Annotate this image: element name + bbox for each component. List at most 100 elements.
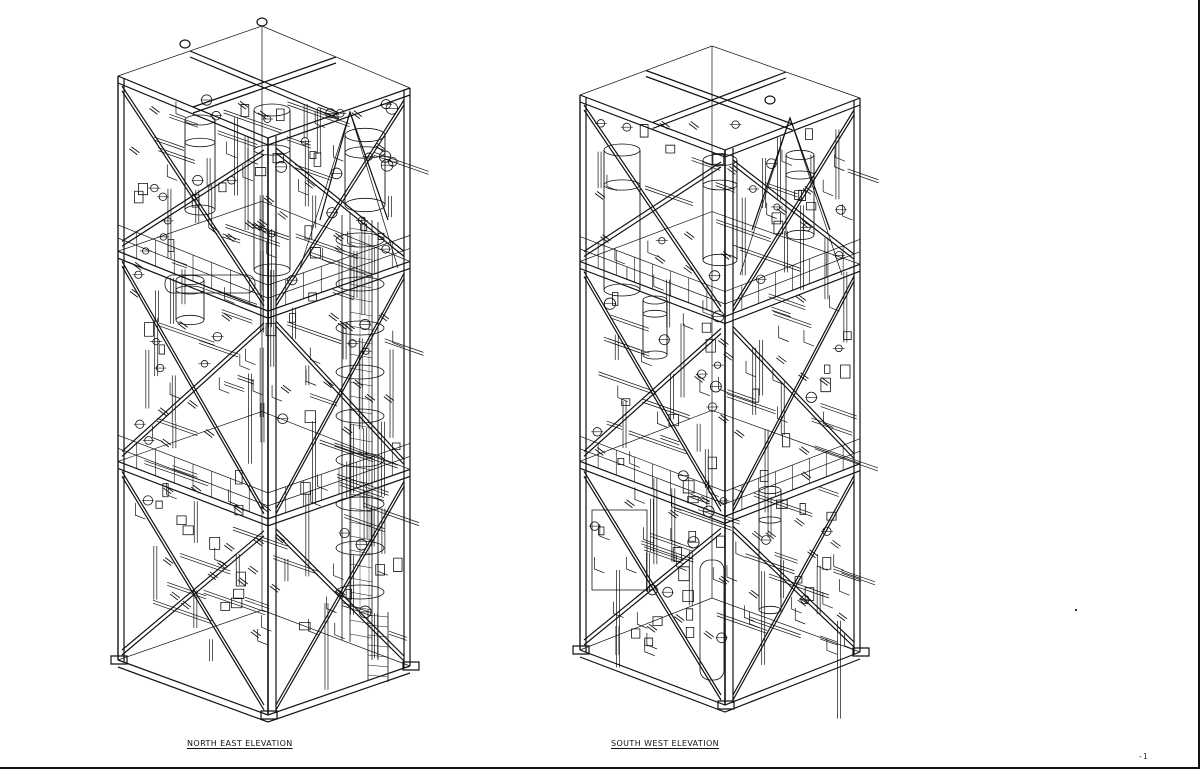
x-brace	[733, 281, 854, 511]
instrument	[156, 501, 162, 508]
pipe	[310, 397, 337, 407]
flange	[275, 537, 283, 543]
flange	[802, 220, 810, 226]
pipe-elbow	[393, 331, 403, 347]
x-brace	[584, 476, 721, 700]
pipe-elbow	[657, 411, 667, 427]
pipe-elbow	[219, 377, 229, 393]
flange	[684, 267, 692, 273]
pipe	[335, 443, 398, 465]
pipe-elbow	[167, 164, 177, 180]
pipe	[287, 105, 349, 127]
pipe-elbow	[333, 145, 343, 161]
pipe-elbow	[240, 354, 250, 370]
pipe-elbow	[308, 619, 318, 635]
flange	[178, 323, 186, 329]
pipe	[273, 556, 318, 572]
south-west-column-seam	[604, 180, 640, 190]
pipe	[754, 496, 812, 516]
pipe-elbow	[311, 490, 321, 506]
pipe	[172, 260, 187, 265]
south-west-vessel-seam	[786, 171, 814, 179]
instrument	[632, 629, 640, 638]
pipe	[159, 323, 215, 343]
x-brace	[584, 533, 721, 645]
handrail	[580, 436, 860, 491]
pipe-elbow	[348, 231, 358, 247]
flange	[766, 533, 774, 539]
level-beam	[118, 461, 410, 518]
flange	[250, 566, 258, 572]
pipe	[342, 602, 372, 613]
instrument	[598, 527, 604, 535]
pipe	[607, 421, 622, 426]
pipe-elbow	[170, 382, 180, 398]
pipe	[222, 310, 253, 321]
instrument	[827, 512, 836, 520]
flange	[704, 633, 712, 639]
instrument	[683, 591, 694, 602]
pipe	[769, 294, 806, 307]
pipe	[218, 131, 258, 145]
flange	[803, 472, 811, 478]
pipe	[818, 486, 838, 493]
north-east-column-bottom	[254, 264, 290, 276]
ladder-rung	[350, 550, 372, 554]
south-west-process-equipment	[589, 119, 879, 719]
pipe	[599, 372, 657, 392]
pipe-elbow	[318, 474, 328, 490]
flange	[163, 439, 171, 445]
flange	[172, 592, 180, 598]
pipe	[153, 603, 212, 624]
flange	[701, 496, 709, 502]
pipe	[337, 474, 388, 492]
flange	[135, 262, 143, 268]
pipe-elbow	[637, 612, 647, 628]
pipe	[727, 394, 776, 411]
level-beam	[580, 95, 860, 150]
pipe	[773, 314, 811, 327]
pipe	[222, 313, 253, 324]
instrument	[708, 457, 716, 469]
pipe-elbow	[298, 179, 308, 195]
roof-beam	[653, 72, 787, 123]
flange	[206, 429, 214, 435]
pipe	[173, 466, 198, 475]
instrument	[687, 609, 693, 620]
pipe	[716, 223, 771, 242]
pipe-elbow	[600, 524, 610, 540]
instrument	[686, 627, 693, 637]
flange	[668, 512, 676, 518]
flange	[706, 631, 714, 637]
pipe-elbow	[834, 554, 844, 570]
flange	[152, 106, 160, 112]
pipe-elbow	[647, 633, 657, 649]
flange	[163, 488, 171, 494]
flange	[325, 380, 333, 386]
handrail	[580, 449, 860, 504]
x-brace	[733, 110, 854, 307]
pipe	[818, 489, 838, 496]
x-brace	[584, 167, 721, 257]
ladder-rung	[350, 438, 372, 442]
pipe	[224, 382, 244, 389]
instrument	[622, 399, 630, 406]
pipe	[769, 297, 806, 310]
ladder-rung	[350, 536, 372, 540]
pipe	[205, 289, 257, 307]
south-west-column-bottom	[604, 284, 640, 296]
pipe	[173, 469, 198, 478]
flange	[211, 226, 219, 232]
instrument	[235, 505, 243, 515]
pipe-elbow	[736, 542, 746, 558]
pipe	[385, 339, 424, 353]
flange	[377, 143, 385, 149]
x-brace	[584, 110, 721, 312]
pipe	[833, 572, 861, 582]
level-beam	[118, 76, 410, 138]
instrument	[134, 191, 143, 203]
level-beam	[118, 660, 410, 715]
pipe	[765, 186, 797, 197]
pipe	[629, 434, 687, 454]
flange	[337, 589, 345, 595]
